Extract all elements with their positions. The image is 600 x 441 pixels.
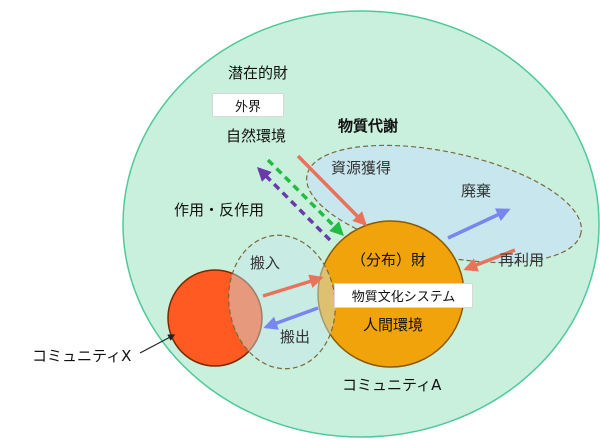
latent-wealth-label: 潜在的財 (228, 64, 289, 82)
community-x-pointer (139, 334, 176, 354)
reuse-arrow (463, 248, 516, 272)
carry-in-label: 搬入 (250, 254, 281, 272)
community-x-label: コミュニティX (32, 347, 132, 365)
human-env-label: 人間環境 (363, 316, 424, 334)
distributed-goods-label: （分布）財 (351, 251, 427, 269)
natural-env-label: 自然環境 (226, 127, 287, 145)
carry-out-arrow (263, 306, 319, 330)
action-arrow (266, 158, 344, 236)
material-culture-system-box: 物質文化システム (334, 283, 473, 308)
disposal-arrow (447, 208, 511, 240)
disposal-label: 廃棄 (461, 182, 492, 200)
reaction-arrow (257, 167, 332, 242)
community-a-label: コミュニティA (342, 376, 442, 394)
action-reaction-label: 作用・反作用 (174, 201, 265, 219)
carry-in-arrow (262, 274, 324, 298)
resource-acquisition-label: 資源獲得 (331, 159, 392, 177)
material-metabolism-label: 物質代謝 (338, 117, 399, 135)
outer-world-box: 外界 (212, 93, 284, 117)
carry-out-label: 搬出 (280, 328, 311, 346)
community-x-circle (167, 269, 263, 367)
resource-acquisition-arrow (296, 154, 367, 226)
reuse-label: 再利用 (499, 251, 545, 269)
